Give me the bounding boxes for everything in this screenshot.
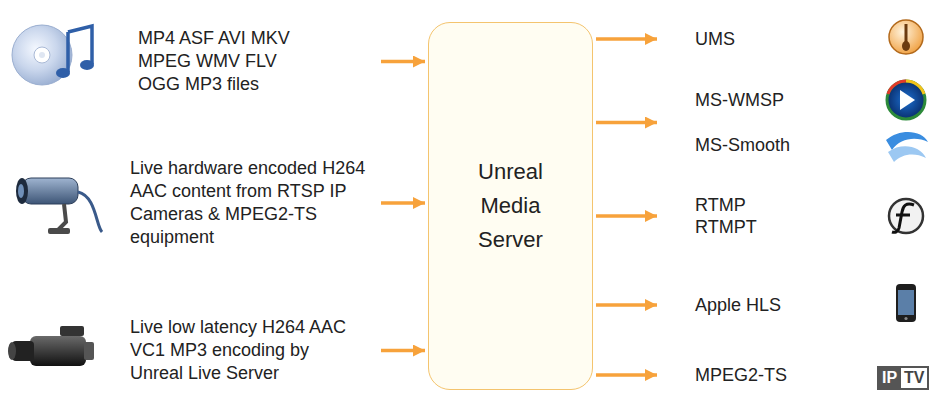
- stream-group: MPEG2-TS: [660, 364, 860, 386]
- stream-group: UMS: [660, 28, 860, 50]
- node-text: MP4 ASF AVI MKV MPEG WMV FLV OGG MP3 fil…: [138, 27, 316, 96]
- ip-camera-icon: [16, 178, 102, 234]
- stream-group: Live low latency H264 AAC VC1 MP3 encodi…: [130, 316, 378, 385]
- logo-text: TV: [899, 366, 929, 390]
- node-text: MPEG2-TS: [695, 364, 855, 386]
- stream-group: MP4 ASF AVI MKV MPEG WMV FLV OGG MP3 fil…: [130, 27, 378, 96]
- flow-arrow: [596, 121, 657, 125]
- flow-arrow: [596, 37, 657, 41]
- iphone-icon: [896, 284, 916, 322]
- flow-arrow: [596, 214, 657, 218]
- server-title: Unreal Media Server: [461, 155, 561, 257]
- stream-group: Live hardware encoded H264 AAC content f…: [130, 157, 378, 249]
- windows-media-icon: [887, 81, 925, 119]
- stream-group: MS-WMSP MS-Smooth: [660, 89, 860, 156]
- server-box: Unreal Media Server: [428, 22, 593, 390]
- media-file-icon: [12, 25, 94, 85]
- node-text: UMS: [695, 28, 855, 50]
- node-text: RTMP: [695, 194, 855, 216]
- flow-arrow: [381, 60, 425, 64]
- camcorder-icon: [8, 326, 94, 366]
- stream-group: RTMPRTMPT: [660, 194, 860, 238]
- smooth-streaming-icon: [886, 132, 928, 162]
- flow-arrow: [381, 349, 425, 353]
- flow-arrow: [381, 201, 425, 205]
- flow-arrow: [596, 303, 657, 307]
- node-text: MS-Smooth: [695, 134, 855, 156]
- stream-group: Apple HLS: [660, 294, 860, 316]
- node-text: Live low latency H264 AAC VC1 MP3 encodi…: [130, 316, 366, 385]
- flow-arrow: [596, 373, 657, 377]
- ums-icon: [889, 20, 923, 54]
- node-text: Live hardware encoded H264 AAC content f…: [130, 157, 372, 249]
- node-text: MS-WMSP: [695, 89, 855, 111]
- node-text: Apple HLS: [695, 294, 855, 316]
- flash-icon: [889, 199, 923, 233]
- node-text: RTMPT: [695, 216, 855, 238]
